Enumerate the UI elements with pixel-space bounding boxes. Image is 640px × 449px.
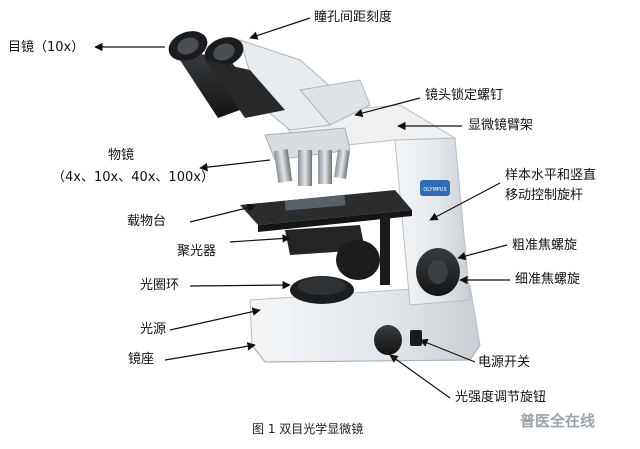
label-light-source: 光源 xyxy=(140,322,167,337)
label-power-switch: 电源开关 xyxy=(478,355,531,370)
stage-control-rod xyxy=(380,215,390,285)
label-condenser: 聚光器 xyxy=(177,244,217,259)
watermark: 普医全在线 xyxy=(520,412,596,430)
label-stage-control-line2: 移动控制旋杆 xyxy=(505,188,584,203)
label-base: 镜座 xyxy=(128,352,155,367)
brightness-knob xyxy=(374,325,402,355)
leader-lines xyxy=(94,17,510,399)
label-stage-control-line1: 样本水平和竖直 xyxy=(505,168,597,183)
label-arm: 显微镜臂架 xyxy=(468,118,534,133)
brand-badge xyxy=(420,180,450,196)
stage xyxy=(240,190,412,225)
label-eyepiece: 目镜（10x） xyxy=(8,40,85,55)
label-stage: 载物台 xyxy=(127,214,167,229)
objectives xyxy=(273,149,350,186)
label-iris-diaphragm: 光圈环 xyxy=(140,278,180,293)
label-fine-focus: 细准焦螺旋 xyxy=(515,272,581,287)
label-head-lock-screw: 镜头锁定螺钉 xyxy=(425,88,504,103)
label-objectives: 物镜 xyxy=(108,148,135,163)
label-objective-magnifications: （4x、10x、40x、100x） xyxy=(52,170,214,185)
label-brightness-knob: 光强度调节旋钮 xyxy=(455,390,547,405)
brand-text: OLYMPUS xyxy=(423,187,446,193)
eyepiece xyxy=(168,31,285,118)
label-interpupillary-scale: 瞳孔间距刻度 xyxy=(314,10,393,25)
power-switch xyxy=(410,330,422,346)
label-coarse-focus: 粗准焦螺旋 xyxy=(512,238,578,253)
figure-caption: 图 1 双目光学显微镜 xyxy=(252,422,364,436)
